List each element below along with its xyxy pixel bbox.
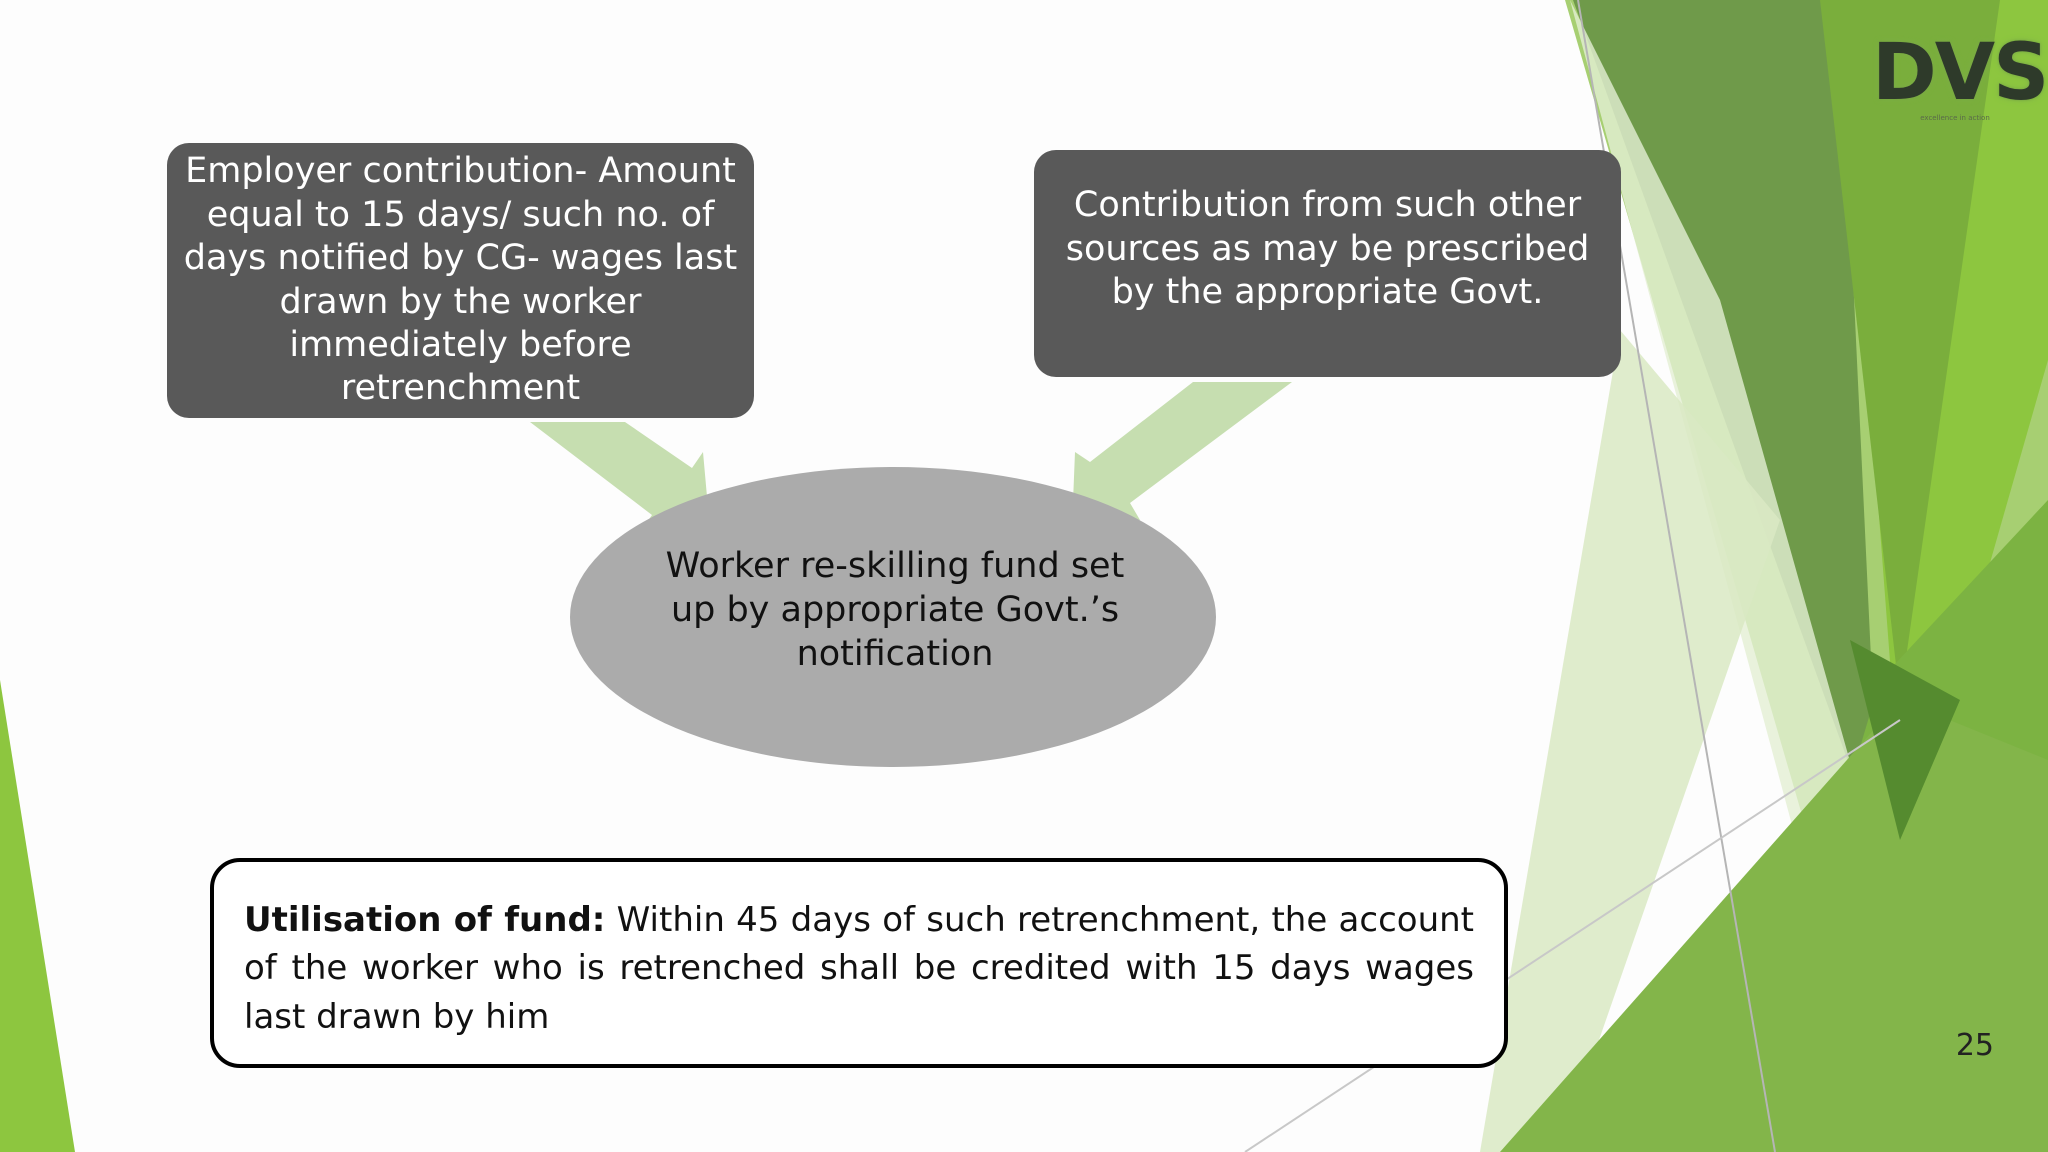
dvs-logo: DVS excellence in action xyxy=(1872,28,2048,124)
arrow-right-to-fund xyxy=(1072,382,1292,527)
fund-label: Worker re-skilling fund set up by approp… xyxy=(665,546,1125,674)
other-sources-text: Contribution from such other sources as … xyxy=(1065,185,1590,313)
other-sources-box: Contribution from such other sources as … xyxy=(1034,150,1621,377)
arrow-left-to-fund xyxy=(530,422,710,532)
logo-tagline: excellence in action xyxy=(1920,114,1990,122)
right-accent-mid xyxy=(1820,0,2000,700)
utilisation-note: Utilisation of fund: Within 45 days of s… xyxy=(210,858,1508,1068)
note-title: Utilisation of fund: xyxy=(244,900,606,940)
left-accent-shape xyxy=(0,680,75,1152)
logo-text: DVS xyxy=(1872,28,2048,118)
fund-ellipse xyxy=(570,467,1216,767)
employer-contribution-text: Employer contribution- Amount equal to 1… xyxy=(183,151,738,409)
employer-contribution-box: Employer contribution- Amount equal to 1… xyxy=(167,143,754,418)
page-number: 25 xyxy=(1955,1028,1994,1063)
right-accent-deep xyxy=(1850,640,1960,840)
note-body: Within 45 days of such retrenchment, the… xyxy=(244,900,1475,1037)
